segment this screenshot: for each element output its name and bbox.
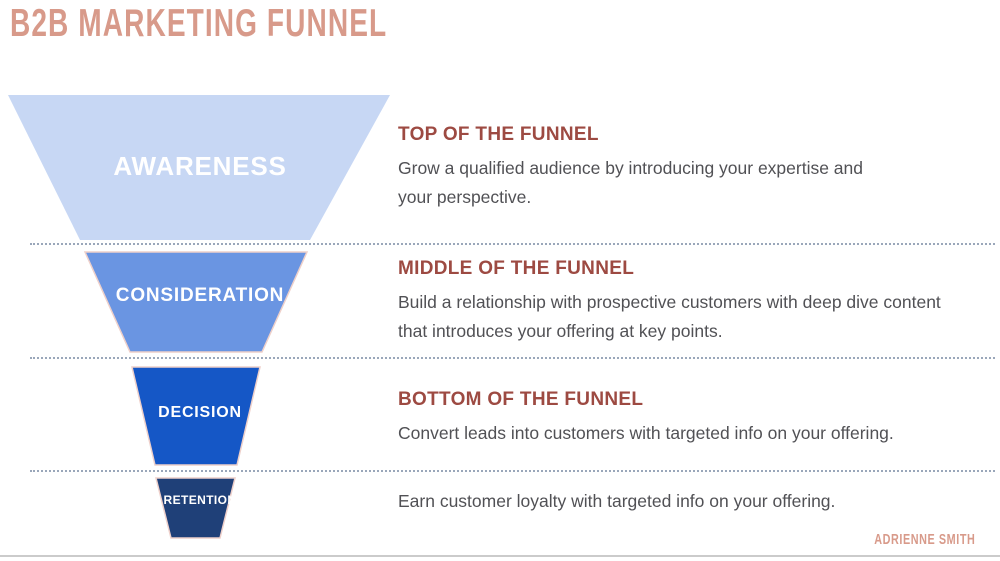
funnel-stage-decision-label: DECISION (158, 404, 242, 421)
section-middle-of-funnel: MIDDLE OF THE FUNNEL Build a relationshi… (398, 258, 943, 346)
section-heading-bottom: BOTTOM OF THE FUNNEL (398, 389, 644, 410)
funnel-stage-awareness-shape (8, 95, 390, 240)
section-body-bottom: Convert leads into customers with target… (398, 422, 894, 443)
funnel-stage-decision-shape (131, 366, 261, 466)
section-retention: Earn customer loyalty with targeted info… (398, 487, 835, 516)
funnel-stage-consideration-label: CONSIDERATION (115, 285, 285, 306)
marketing-funnel-diagram: AWARENESS CONSIDERATION DECISION RETENTI… (0, 85, 400, 561)
page-title: B2B MARKETING FUNNEL (10, 2, 388, 45)
attribution-credit: ADRIENNE SMITH (873, 531, 975, 548)
section-body-top: Grow a qualified audience by introducing… (398, 157, 864, 207)
funnel-stage-awareness-label: AWARENESS (113, 151, 287, 181)
section-body-middle: Build a relationship with prospective cu… (398, 291, 941, 341)
section-top-of-funnel: TOP OF THE FUNNEL Grow a qualified audie… (398, 124, 866, 212)
funnel-stage-retention-label: RETENTION (163, 493, 237, 507)
section-body-retention: Earn customer loyalty with targeted info… (398, 491, 836, 511)
bottom-divider-line (0, 555, 1000, 557)
section-divider-2 (30, 357, 995, 359)
section-divider-1 (30, 243, 995, 245)
funnel-shapes (8, 95, 390, 539)
section-divider-3 (30, 470, 995, 472)
section-heading-middle: MIDDLE OF THE FUNNEL (398, 258, 635, 279)
funnel-stage-retention-shape (155, 477, 236, 539)
funnel-stage-consideration-shape (83, 251, 309, 353)
section-bottom-of-funnel: BOTTOM OF THE FUNNEL Convert leads into … (398, 389, 894, 448)
section-heading-top: TOP OF THE FUNNEL (398, 124, 599, 145)
